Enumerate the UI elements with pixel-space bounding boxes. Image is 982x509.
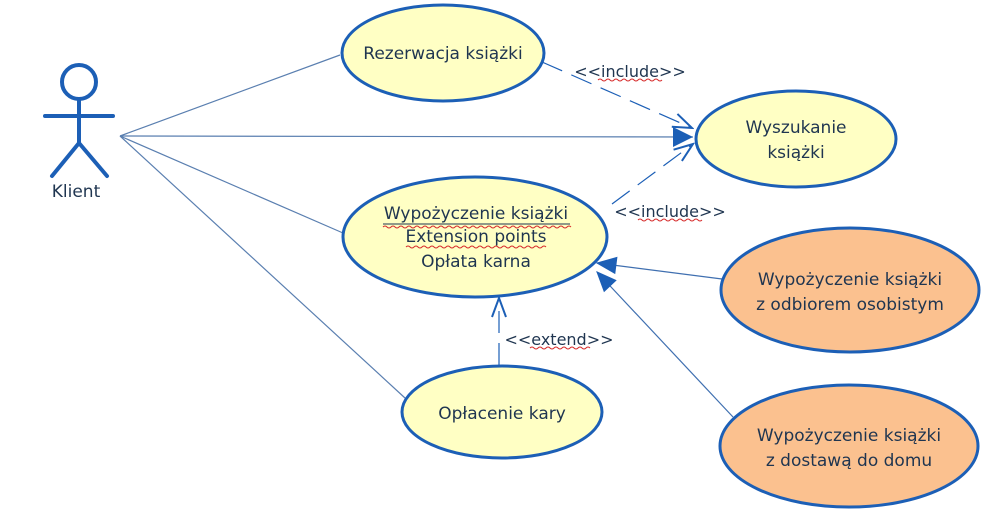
association-borrow	[119, 135, 344, 234]
association-reservation	[119, 54, 341, 137]
include-borrow-search	[611, 144, 693, 205]
usecase-reservation[interactable]: Rezerwacja książki	[340, 3, 546, 103]
usecase-pickup-shape	[719, 226, 981, 354]
usecase-pickup-label-line2: z odbiorem osobistym	[756, 295, 944, 315]
actor-klient[interactable]: Klient	[43, 63, 115, 202]
generalization-delivery-borrow	[596, 271, 734, 418]
usecase-delivery-label-line2: z dostawą do domu	[766, 451, 932, 471]
association-pay-fine	[119, 135, 406, 399]
usecase-search-shape	[694, 89, 898, 189]
spellcheck-underline-ext-header	[405, 245, 547, 249]
spellcheck-underline-include-1	[597, 78, 663, 82]
usecase-delivery[interactable]: Wypożyczenie książki z dostawą do domu	[718, 383, 980, 509]
usecase-borrow-ext-point: Opłata karna	[421, 252, 531, 272]
usecase-pay-fine[interactable]: Opłacenie kary	[400, 364, 604, 460]
usecase-search-label-line1: Wyszukanie	[745, 118, 846, 138]
usecase-pickup[interactable]: Wypożyczenie książki z odbiorem osobisty…	[719, 226, 981, 354]
usecase-borrow-shape	[341, 175, 609, 299]
usecase-pay-fine-label: Opłacenie kary	[438, 404, 566, 424]
usecase-delivery-shape	[718, 383, 980, 509]
association-search-arrowhead	[673, 127, 693, 147]
include-reservation-search	[541, 61, 692, 128]
include-label-1: <<include>>	[574, 62, 686, 81]
usecase-pickup-label-line1: Wypożyczenie książki	[758, 270, 942, 290]
extend-label: <<extend>>	[504, 330, 613, 349]
spellcheck-underline-extend	[529, 346, 591, 350]
dependencies	[499, 61, 693, 365]
usecase-borrow[interactable]: Wypożyczenie książki Extension points Op…	[341, 175, 609, 299]
association-search	[119, 135, 694, 138]
stick-figure-icon	[43, 63, 115, 178]
usecase-pay-fine-shape	[400, 364, 604, 460]
usecase-reservation-label: Rezerwacja książki	[363, 44, 522, 64]
usecase-reservation-shape	[340, 3, 546, 103]
usecase-search-label-line2: książki	[767, 143, 824, 163]
generalization-pickup-borrow	[595, 256, 723, 280]
include-label-2: <<include>>	[614, 202, 726, 221]
usecase-borrow-ext-header: Extension points	[405, 227, 546, 247]
usecase-delivery-label-line1: Wypożyczenie książki	[757, 426, 941, 446]
generalizations	[595, 256, 734, 418]
usecase-borrow-title: Wypożyczenie książki	[384, 204, 568, 224]
usecase-search[interactable]: Wyszukanie książki	[694, 89, 898, 189]
spellcheck-underline-borrow-title	[382, 225, 572, 229]
spellcheck-underline-include-2	[637, 218, 703, 222]
actor-label: Klient	[52, 182, 101, 202]
associations	[119, 54, 694, 399]
